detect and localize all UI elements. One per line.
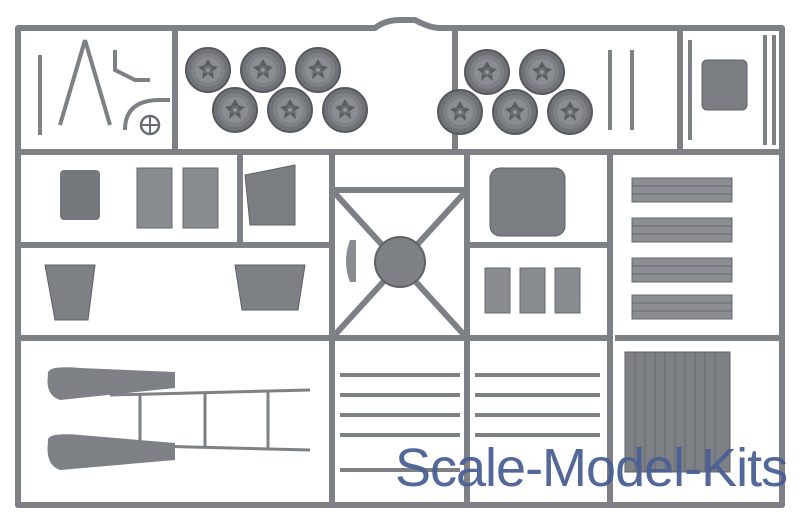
sprue-frame — [15, 17, 785, 508]
watermark-text: Scale-Model-Kits — [395, 438, 788, 498]
